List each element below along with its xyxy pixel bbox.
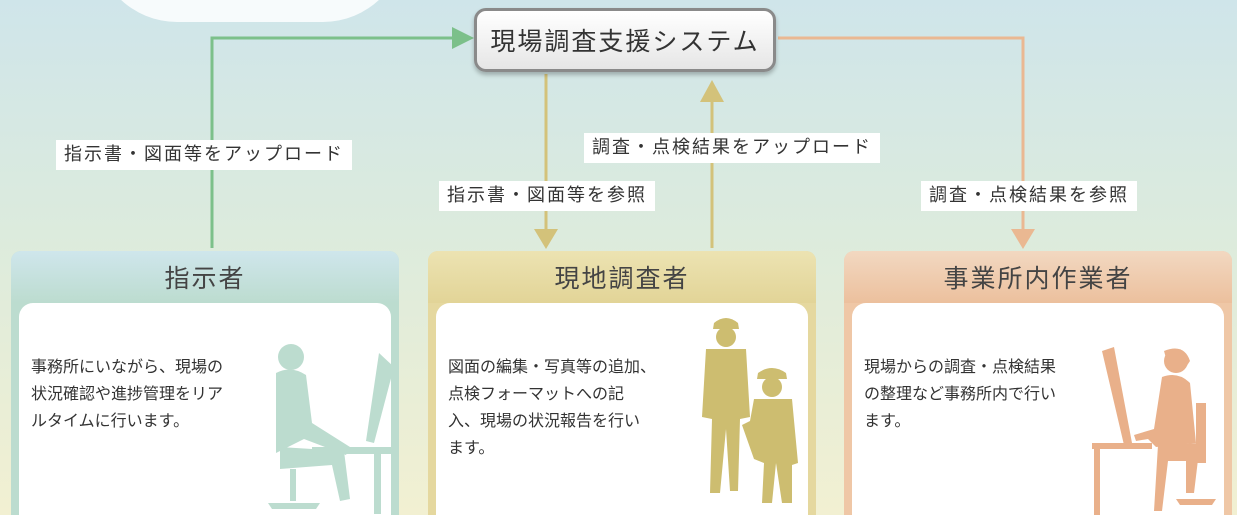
system-box: 現場調査支援システム xyxy=(474,8,776,72)
role-title: 指示者 xyxy=(11,251,399,303)
role-card-surveyor: 現地調査者 図面の編集・写真等の追加、 点検フォーマットへの記 入、現場の状況報… xyxy=(428,251,816,515)
arrow-instructor-to-system xyxy=(210,36,458,248)
desk-worker-silhouette-icon xyxy=(268,344,399,514)
cloud-decoration xyxy=(95,0,405,22)
description-line: ます。 xyxy=(864,411,911,430)
role-description: 事務所にいながら、現場の 状況確認や進捗管理をリア ルタイムに行います。 xyxy=(31,353,223,434)
description-line: 点検フォーマットへの記 xyxy=(448,384,625,403)
role-description: 現場からの調査・点検結果 の整理など事務所内で行い ます。 xyxy=(864,353,1056,434)
description-line: 現場からの調査・点検結果 xyxy=(864,357,1057,376)
arrowhead-green xyxy=(452,27,474,49)
role-description: 図面の編集・写真等の追加、 点検フォーマットへの記 入、現場の状況報告を行い ま… xyxy=(448,353,656,461)
description-line: 図面の編集・写真等の追加、 xyxy=(448,357,657,376)
field-workers-silhouette-icon xyxy=(702,318,798,503)
description-line: の整理など事務所内で行い xyxy=(864,384,1057,403)
flow-label-office-reference: 調査・点検結果を参照 xyxy=(921,181,1137,211)
flow-label-surveyor-reference: 指示書・図面等を参照 xyxy=(439,181,655,211)
description-line: 入、現場の状況報告を行い xyxy=(448,411,641,430)
description-line: ルタイムに行います。 xyxy=(31,411,190,430)
role-card-instructor: 指示者 事務所にいながら、現場の 状況確認や進捗管理をリア ルタイムに行います。 xyxy=(11,251,399,515)
arrow-system-to-office xyxy=(778,36,1025,230)
arrowhead-olive-up xyxy=(700,80,724,102)
role-body: 図面の編集・写真等の追加、 点検フォーマットへの記 入、現場の状況報告を行い ま… xyxy=(436,303,808,515)
system-title: 現場調査支援システム xyxy=(490,27,760,56)
role-title: 現地調査者 xyxy=(428,251,816,303)
arrowhead-olive-down xyxy=(534,229,558,249)
role-title: 事業所内作業者 xyxy=(844,251,1232,303)
flow-label-instructor-upload: 指示書・図面等をアップロード xyxy=(56,140,352,170)
description-line: 事務所にいながら、現場の xyxy=(31,357,224,376)
arrowhead-orange xyxy=(1011,229,1035,249)
role-card-office-worker: 事業所内作業者 現場からの調査・点検結果 の整理など事務所内で行い ます。 xyxy=(844,251,1232,515)
flow-label-result-upload: 調査・点検結果をアップロード xyxy=(584,133,880,163)
description-line: ます。 xyxy=(448,438,495,457)
description-line: 状況確認や進捗管理をリア xyxy=(31,384,224,403)
role-body: 事務所にいながら、現場の 状況確認や進捗管理をリア ルタイムに行います。 xyxy=(19,303,399,515)
office-worker-silhouette-icon xyxy=(1092,347,1216,515)
role-body: 現場からの調査・点検結果 の整理など事務所内で行い ます。 xyxy=(852,303,1224,515)
